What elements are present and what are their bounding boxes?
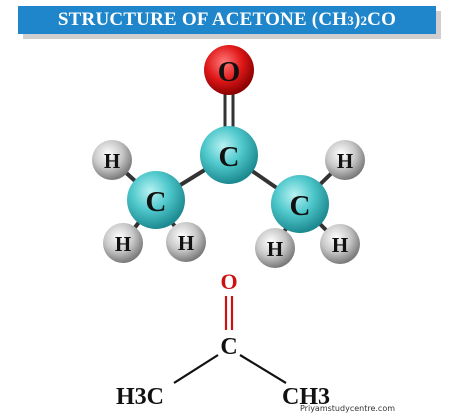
formula-bond-right: [239, 354, 287, 384]
atom-central-carbon-label: C: [219, 141, 240, 173]
atom-central-carbon: C: [200, 126, 258, 184]
formula-right-methyl: CH3: [282, 384, 330, 410]
structural-formula: O C H3C CH3: [116, 269, 330, 410]
atom-right-carbon-label: C: [290, 190, 311, 222]
title-text: STRUCTURE OF ACETONE (CH3)2CO: [58, 9, 396, 31]
atom-left-carbon: C: [127, 171, 185, 229]
atom-hydrogen-left-bottom: H: [103, 223, 143, 263]
title-prefix: STRUCTURE OF ACETONE (CH: [57, 9, 348, 30]
title-mid: ): [353, 9, 361, 30]
title-subscript-2: 2: [360, 13, 368, 28]
formula-bond-left: [173, 354, 219, 384]
formula-oxygen: O: [220, 269, 237, 294]
atom-right-carbon: C: [271, 175, 329, 233]
atom-hydrogen-left-top: H: [92, 140, 132, 180]
svg-text:H: H: [115, 232, 131, 256]
title-subscript-3: 3: [347, 13, 354, 28]
atom-hydrogen-right-bottom: H: [320, 224, 360, 264]
atom-left-carbon-label: C: [146, 186, 167, 218]
svg-text:H: H: [104, 149, 120, 173]
atom-oxygen: O: [204, 45, 254, 95]
title-banner: STRUCTURE OF ACETONE (CH3)2CO: [18, 6, 436, 34]
credit-watermark: Priyamstudycentre.com: [300, 404, 396, 413]
formula-carbon: C: [220, 334, 237, 360]
svg-text:H: H: [267, 237, 283, 261]
svg-text:H: H: [337, 149, 353, 173]
atom-hydrogen-right-top: H: [325, 140, 365, 180]
atom-oxygen-label: O: [218, 56, 241, 88]
title-suffix: CO: [367, 9, 397, 30]
svg-text:H: H: [178, 231, 194, 255]
atom-hydrogen-left-middle: H: [166, 222, 206, 262]
svg-text:H: H: [332, 233, 348, 257]
atom-hydrogen-right-middle: H: [255, 228, 295, 268]
formula-left-methyl: H3C: [116, 384, 164, 410]
